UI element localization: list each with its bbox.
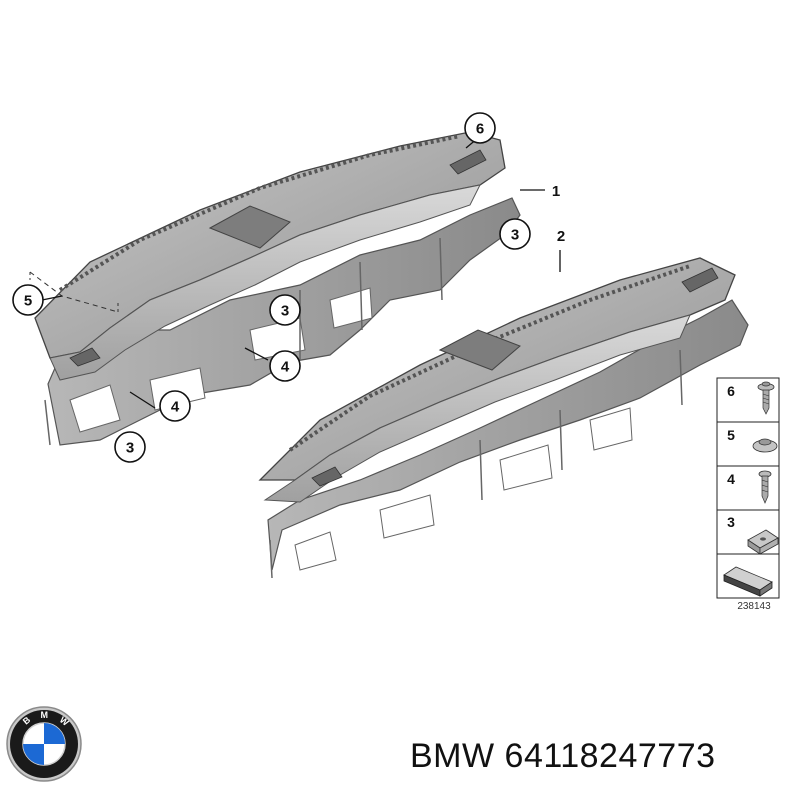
svg-text:6: 6 <box>476 121 484 138</box>
callout-3-middle: 3 <box>269 294 301 326</box>
diagram-id: 238143 <box>737 601 771 612</box>
dashboard-assembly-2 <box>258 257 749 579</box>
svg-text:B: B <box>21 714 33 726</box>
screw-with-washer-icon <box>757 381 775 415</box>
part-number-caption: BMW 64118247773 <box>410 737 716 775</box>
callout-6: 6 <box>464 112 496 144</box>
bmw-logo: B M W <box>6 706 82 782</box>
callout-3-right: 3 <box>499 218 531 250</box>
callout-4-lower: 4 <box>159 390 191 422</box>
svg-text:4: 4 <box>727 471 735 487</box>
legend-row-6: 6 <box>727 381 775 415</box>
callout-1: 1 <box>552 183 560 200</box>
svg-text:4: 4 <box>171 399 180 416</box>
callout-2: 2 <box>557 228 565 245</box>
legend-row-seal <box>723 566 773 597</box>
clip-nut-icon <box>747 529 779 555</box>
parts-legend: 6 5 4 3 <box>716 377 780 612</box>
legend-row-4: 4 <box>727 470 772 504</box>
washer-icon <box>752 438 778 453</box>
seal-strip-icon <box>723 566 773 597</box>
svg-text:3: 3 <box>727 514 735 530</box>
screw-icon <box>758 470 772 504</box>
callout-3-bottom: 3 <box>114 431 146 463</box>
legend-row-5: 5 <box>727 427 778 453</box>
svg-text:3: 3 <box>511 227 519 244</box>
svg-text:4: 4 <box>281 359 290 376</box>
callout-5: 5 <box>12 284 44 316</box>
svg-text:5: 5 <box>24 293 32 310</box>
svg-text:5: 5 <box>727 427 735 443</box>
svg-text:6: 6 <box>727 383 735 399</box>
svg-text:2: 2 <box>557 228 565 245</box>
legend-row-3: 3 <box>727 514 779 555</box>
svg-text:3: 3 <box>281 303 289 320</box>
svg-text:3: 3 <box>126 440 134 457</box>
svg-text:M: M <box>41 710 49 720</box>
callout-4-upper: 4 <box>269 350 301 382</box>
svg-text:1: 1 <box>552 183 560 200</box>
